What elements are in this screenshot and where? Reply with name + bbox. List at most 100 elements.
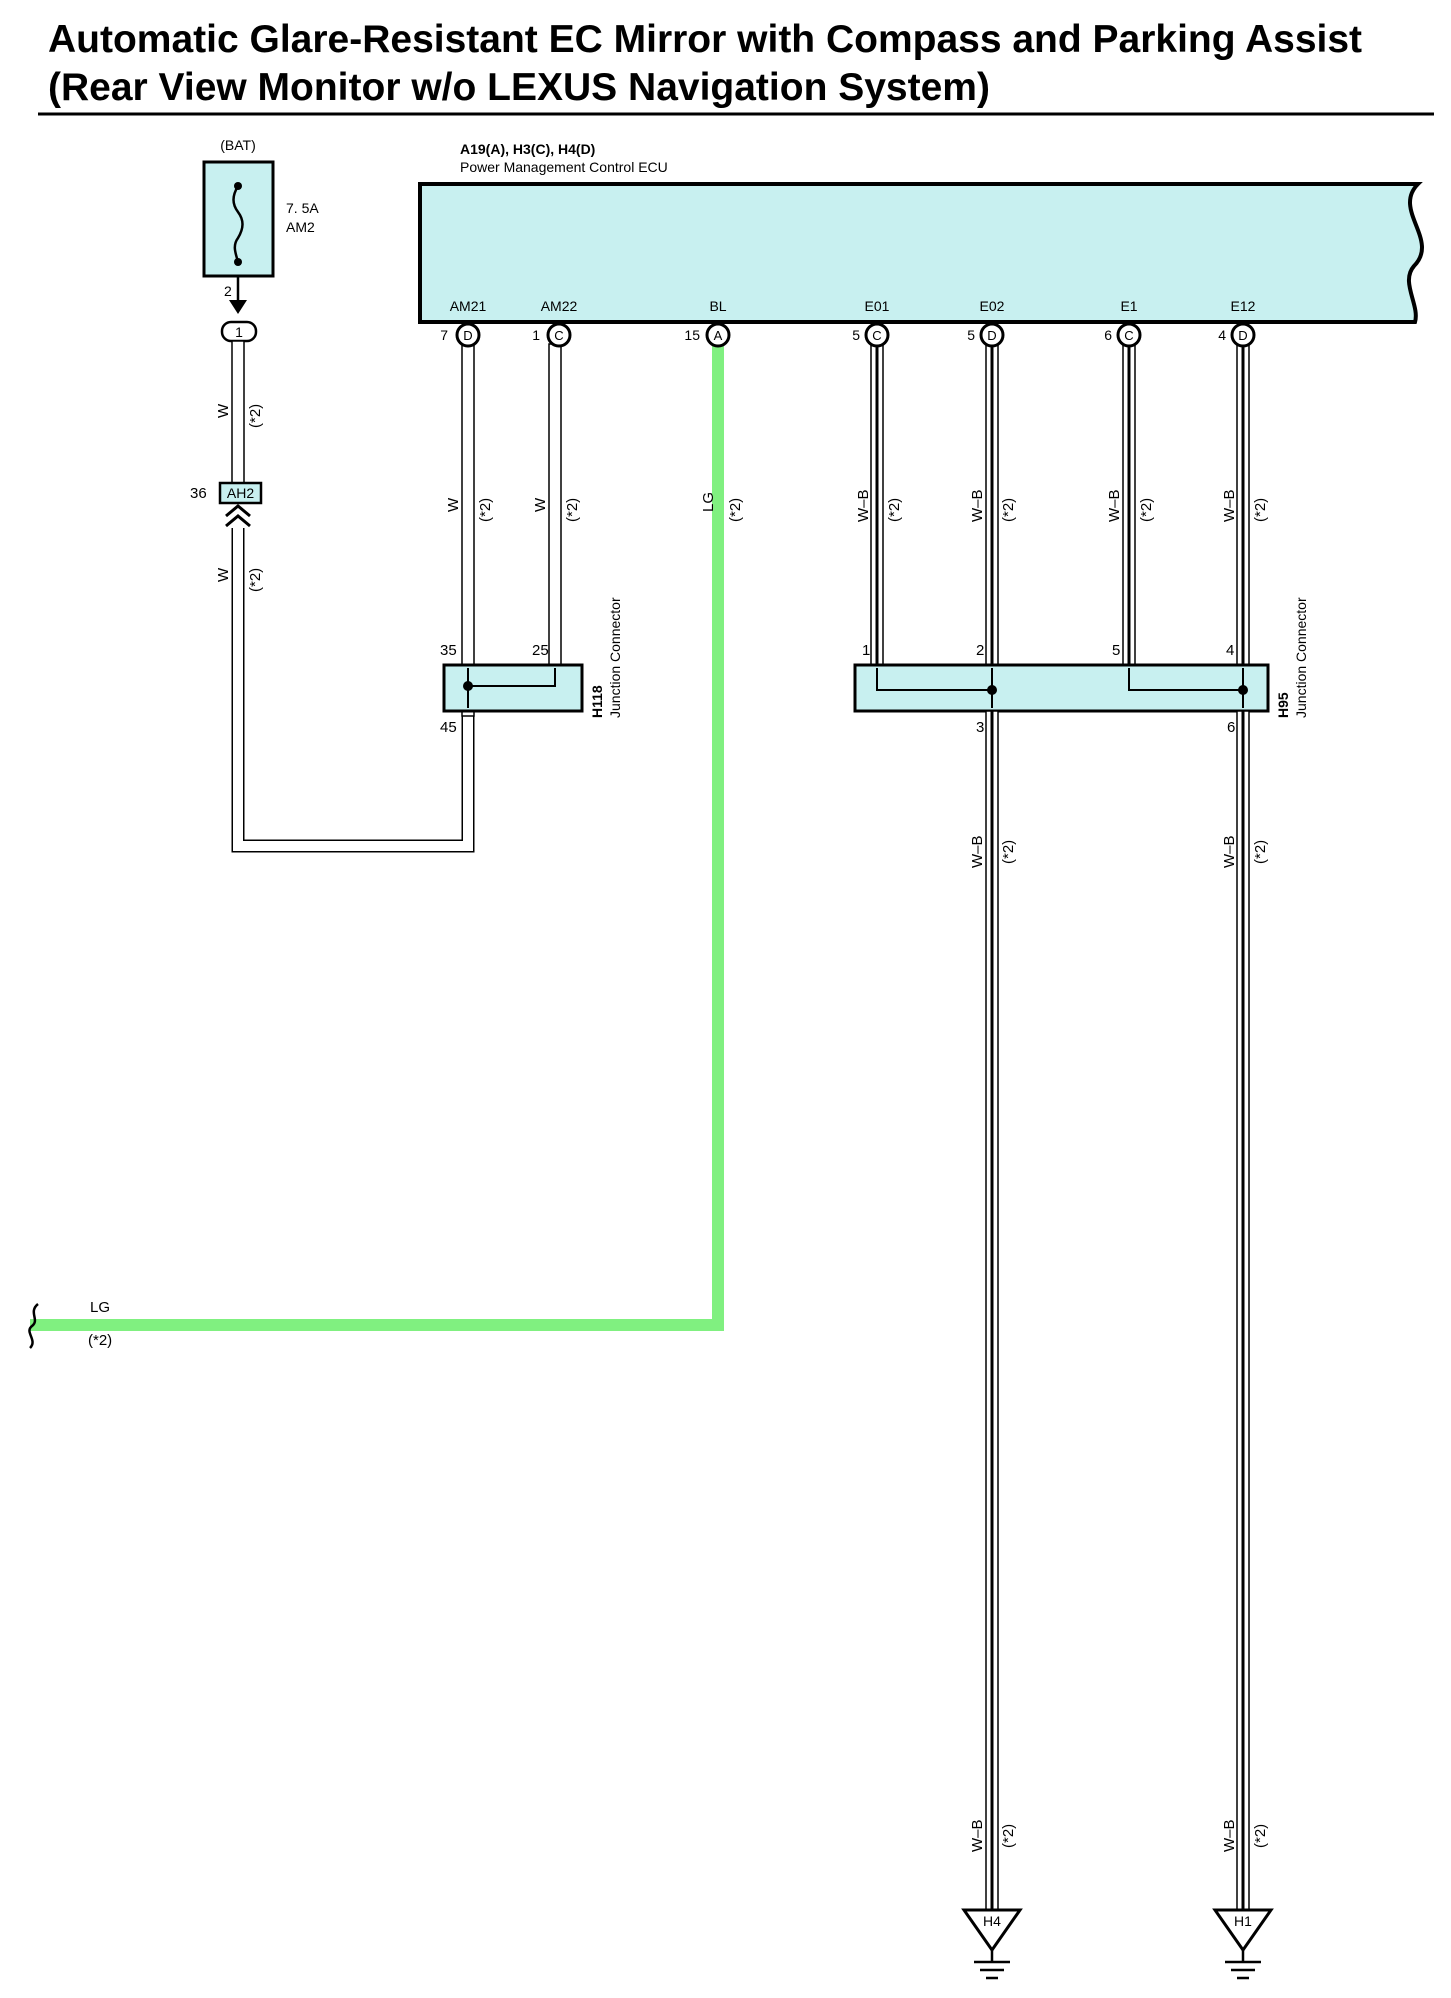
terminal-pin: 5 bbox=[967, 327, 975, 343]
terminal-label: E1 bbox=[1120, 298, 1137, 314]
h118-id: H118 bbox=[589, 685, 605, 718]
terminal-connector bbox=[1116, 322, 1142, 348]
ah2-pin: 36 bbox=[190, 485, 207, 502]
lg-wire-end-note: (*2) bbox=[88, 1332, 112, 1349]
terminal-pin: 4 bbox=[1218, 327, 1226, 343]
e1-wire-note: (*2) bbox=[1138, 498, 1155, 522]
h118-junction-dot bbox=[463, 681, 473, 691]
lg-wire-end-label: LG bbox=[90, 1299, 110, 1316]
h95-box bbox=[853, 663, 1270, 713]
w-wire-upper-note: (*2) bbox=[247, 404, 264, 428]
am22-wire-note: (*2) bbox=[564, 498, 581, 522]
terminal-conn-letter: C bbox=[554, 328, 563, 343]
fuse-element-icon bbox=[232, 185, 244, 263]
am22-wire-label: W bbox=[532, 497, 549, 512]
h118-pin-45: 45 bbox=[440, 719, 457, 736]
ground-wire-6-note-upper: (*2) bbox=[1252, 840, 1269, 864]
terminal-label: BL bbox=[709, 298, 726, 314]
terminal-conn-letter: D bbox=[1238, 328, 1247, 343]
ecu-name: Power Management Control ECU bbox=[460, 159, 668, 175]
diagram-title-line1: Automatic Glare-Resistant EC Mirror with… bbox=[48, 18, 1363, 61]
h95-pin-6: 6 bbox=[1227, 719, 1235, 736]
terminal-connector bbox=[864, 322, 890, 348]
fuse-plug-icon bbox=[229, 300, 247, 314]
e02-wire-label: W–B bbox=[969, 489, 986, 522]
ecu-terminal-e12: E12 4 D bbox=[1218, 298, 1256, 348]
ground-wire-3-note-upper: (*2) bbox=[1000, 840, 1017, 864]
bl-lg-wire bbox=[30, 344, 724, 1331]
terminal-pin: 7 bbox=[440, 327, 448, 343]
h118-pin-25: 25 bbox=[532, 642, 549, 659]
terminal-label: E02 bbox=[980, 298, 1005, 314]
fuse-name: AM2 bbox=[286, 219, 315, 235]
w-wire-upper bbox=[231, 340, 245, 484]
am21-wire-label: W bbox=[445, 497, 462, 512]
ground-wire-3-note-lower: (*2) bbox=[1000, 1824, 1017, 1848]
am22-wire bbox=[548, 343, 562, 691]
ground-wire-3-label-upper: W–B bbox=[969, 835, 986, 868]
ecu-connector-codes: A19(A), H3(C), H4(D) bbox=[460, 141, 595, 157]
ah2-chevron-icon bbox=[225, 504, 251, 528]
ecu-terminal-e1: E1 6 C bbox=[1104, 298, 1142, 348]
terminal-conn-letter: A bbox=[714, 328, 723, 343]
ground-label: H1 bbox=[1234, 1913, 1252, 1929]
h95-pin-1: 1 bbox=[862, 642, 870, 659]
h95-junction-dot-right bbox=[1238, 685, 1248, 695]
w-wire-lower-core bbox=[233, 528, 473, 851]
ground-triangle-icon bbox=[961, 1908, 1023, 1953]
ecu-terminal-am21: AM21 7 D bbox=[440, 298, 487, 348]
e12-wire-label: W–B bbox=[1221, 489, 1238, 522]
terminal-pin: 6 bbox=[1104, 327, 1112, 343]
ground-wire-6-label-lower: W–B bbox=[1221, 1819, 1238, 1852]
e02-wire-note: (*2) bbox=[1000, 498, 1017, 522]
terminal-conn-letter: D bbox=[463, 328, 472, 343]
e01-wire-label: W–B bbox=[855, 489, 872, 522]
ecu-terminal-e01: E01 5 C bbox=[852, 298, 890, 348]
terminal-conn-letter: C bbox=[872, 328, 881, 343]
terminal-connector bbox=[546, 322, 572, 348]
am21-wire bbox=[461, 343, 475, 717]
ground-wire-3-label-lower: W–B bbox=[969, 1819, 986, 1852]
terminal-connector bbox=[979, 322, 1005, 348]
h118-pin-35: 35 bbox=[440, 642, 457, 659]
h95-junction-dot-left bbox=[987, 685, 997, 695]
ground-wire-6-note-lower: (*2) bbox=[1252, 1824, 1269, 1848]
fuse-terminal-bottom bbox=[234, 258, 242, 266]
terminal-pin: 5 bbox=[852, 327, 860, 343]
lg-wire-break-icon bbox=[28, 1303, 39, 1349]
terminal-connector bbox=[1230, 322, 1256, 348]
h95-pin-3: 3 bbox=[976, 719, 984, 736]
fuse-source-label: (BAT) bbox=[220, 137, 256, 153]
fuse-pin: 2 bbox=[224, 283, 232, 299]
terminal-label: AM21 bbox=[450, 298, 487, 314]
ah2-label: AH2 bbox=[227, 485, 254, 501]
terminal-conn-letter: C bbox=[1124, 328, 1133, 343]
h95-pin-2: 2 bbox=[976, 642, 984, 659]
e01-wire-note: (*2) bbox=[886, 498, 903, 522]
ecu-box bbox=[418, 182, 1424, 324]
terminal-conn-letter: D bbox=[987, 328, 996, 343]
ground-h1: H1 bbox=[1212, 1908, 1274, 1980]
terminal-connector bbox=[705, 322, 731, 348]
h95-id: H95 bbox=[1275, 692, 1291, 718]
e1-wire-label: W–B bbox=[1106, 489, 1123, 522]
w-wire-lower bbox=[231, 528, 475, 853]
fuse-connector-label: 1 bbox=[235, 324, 243, 340]
ecu-terminal-bl: BL 15 A bbox=[684, 298, 731, 348]
ground-triangle-icon bbox=[1212, 1908, 1274, 1953]
h95-pin-4: 4 bbox=[1226, 642, 1234, 659]
ecu-terminal-am22: AM22 1 C bbox=[532, 298, 578, 348]
ecu-terminal-e02: E02 5 D bbox=[967, 298, 1005, 348]
terminal-connector bbox=[455, 322, 481, 348]
h95-pin-5: 5 bbox=[1112, 642, 1120, 659]
terminal-label: AM22 bbox=[541, 298, 578, 314]
ah2-box bbox=[218, 481, 263, 505]
ground-bars-icon bbox=[974, 1960, 1010, 1980]
w-wire-upper-label: W bbox=[215, 403, 232, 418]
fuse-rating: 7. 5A bbox=[286, 200, 319, 216]
w-wire-lower-note: (*2) bbox=[247, 568, 264, 592]
w-wire-lower-label: W bbox=[215, 567, 232, 582]
ground-label: H4 bbox=[983, 1913, 1001, 1929]
ground-wire-6-label-upper: W–B bbox=[1221, 835, 1238, 868]
